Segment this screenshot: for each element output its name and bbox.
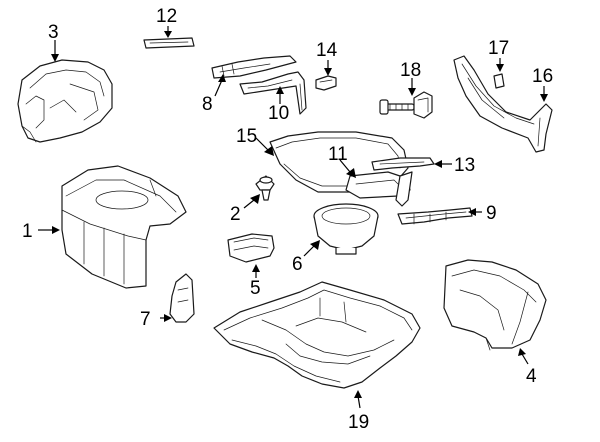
callout-labels: 1 2 3 4 5 6 7 8 9 10 11 12 13 14 15 16 1… (22, 6, 553, 433)
callout-12: 12 (156, 6, 177, 27)
callout-1: 1 (22, 221, 33, 242)
part-4-side-trim (443, 259, 547, 351)
part-9-bracket (397, 207, 473, 225)
part-19-trunk-floor (213, 281, 421, 389)
part-6-tire-tub (313, 203, 379, 255)
callout-3: 3 (48, 22, 59, 43)
part-2-push-pin (255, 175, 275, 201)
callout-19: 19 (348, 412, 369, 433)
callout-5: 5 (250, 278, 261, 299)
part-3-wheelhouse-trim (17, 59, 113, 143)
part-10-scuff-plate (239, 71, 307, 115)
part-7-bracket (169, 273, 195, 323)
part-1-spare-tire-well (61, 165, 187, 289)
part-17-clip (493, 73, 505, 89)
callout-10: 10 (268, 103, 289, 124)
callout-14: 14 (316, 40, 338, 61)
callout-2: 2 (230, 204, 241, 225)
part-18-bolt-nut (379, 91, 433, 119)
part-13-sill-strip (371, 157, 435, 171)
callout-4: 4 (526, 366, 537, 387)
callout-7: 7 (140, 309, 151, 330)
callout-6: 6 (292, 254, 303, 275)
part-5-tray (227, 233, 275, 263)
part-16-rear-panel (453, 55, 553, 153)
part-11-handle (345, 171, 413, 207)
callout-16: 16 (532, 66, 553, 87)
part-12-trim-strip (143, 37, 195, 49)
part-14-clip (315, 75, 337, 91)
callout-11: 11 (328, 144, 348, 165)
callout-17: 17 (488, 38, 509, 59)
callout-15: 15 (236, 126, 257, 147)
callout-8: 8 (202, 94, 213, 115)
callout-18: 18 (400, 60, 421, 81)
callout-9: 9 (486, 203, 497, 224)
part-8-scuff-plate (211, 55, 297, 79)
leader-lines (38, 26, 548, 409)
callout-13: 13 (454, 155, 475, 176)
